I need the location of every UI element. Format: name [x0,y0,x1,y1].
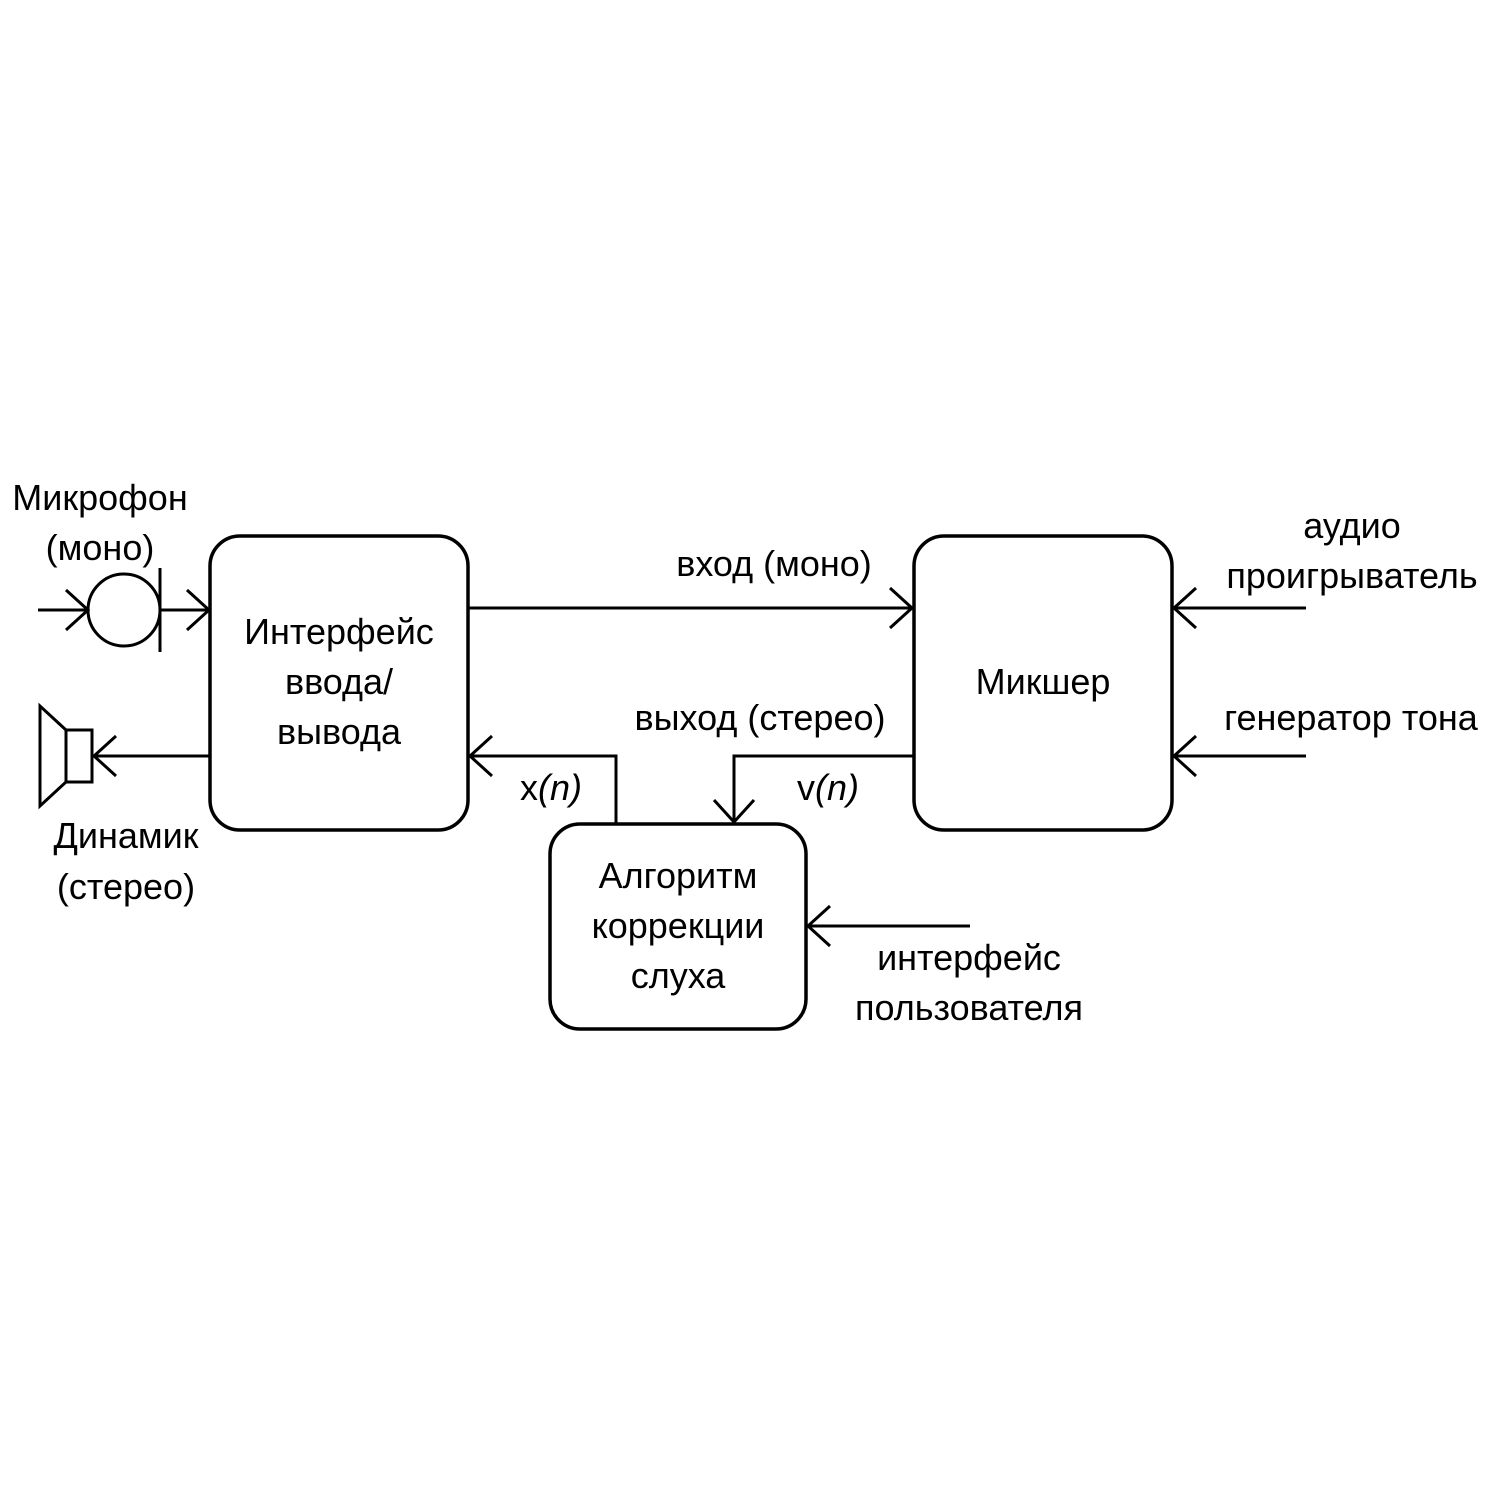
tone-generator-label: генератор тона [1224,697,1479,738]
audio-player-label-line2: проигрыватель [1226,555,1477,596]
v-argument: (n) [815,767,859,808]
output-stereo-label: выход (стерео) [635,697,886,738]
input-mono-arrow [468,586,915,630]
hearing-correction-algorithm-block [548,822,808,1031]
algorithm-to-io-arrow [467,734,618,824]
microphone-icon [38,568,212,652]
user-interface-label-line2: пользователя [855,987,1083,1028]
speaker-label: Динамик [53,815,198,856]
io-to-speaker-arrow [91,734,210,778]
input-mono-label: вход (моно) [676,543,872,584]
algo-block-label-line1: Алгоритм [599,855,758,896]
io-block-label-line2: ввода/ [285,661,393,702]
io-block-label-line3: вывода [277,711,402,752]
io-block-label-line1: Интерфейс [244,611,434,652]
x-n-label: x(n) [520,767,582,808]
user-interface-label-line1: интерфейс [877,937,1061,978]
audio-player-arrow [1171,586,1306,630]
speaker-icon [38,702,94,810]
v-n-label: v(n) [797,767,859,808]
tone-generator-arrow [1171,734,1306,778]
audio-player-label-line1: аудио [1303,505,1401,546]
user-interface-arrow [805,904,970,948]
v-symbol: v [797,767,815,808]
algo-block-label-line3: слуха [631,955,727,996]
speaker-mode-label: (стерео) [57,866,195,907]
mixer-to-algorithm-arrow [712,754,914,825]
x-argument: (n) [538,767,582,808]
mixer-label: Микшер [976,661,1111,702]
io-interface-block [208,534,470,832]
microphone-mode-label: (моно) [46,527,155,568]
x-symbol: x [520,767,538,808]
algo-block-label-line2: коррекции [592,905,765,946]
mixer-block [912,534,1174,832]
microphone-label: Микрофон [12,477,187,518]
